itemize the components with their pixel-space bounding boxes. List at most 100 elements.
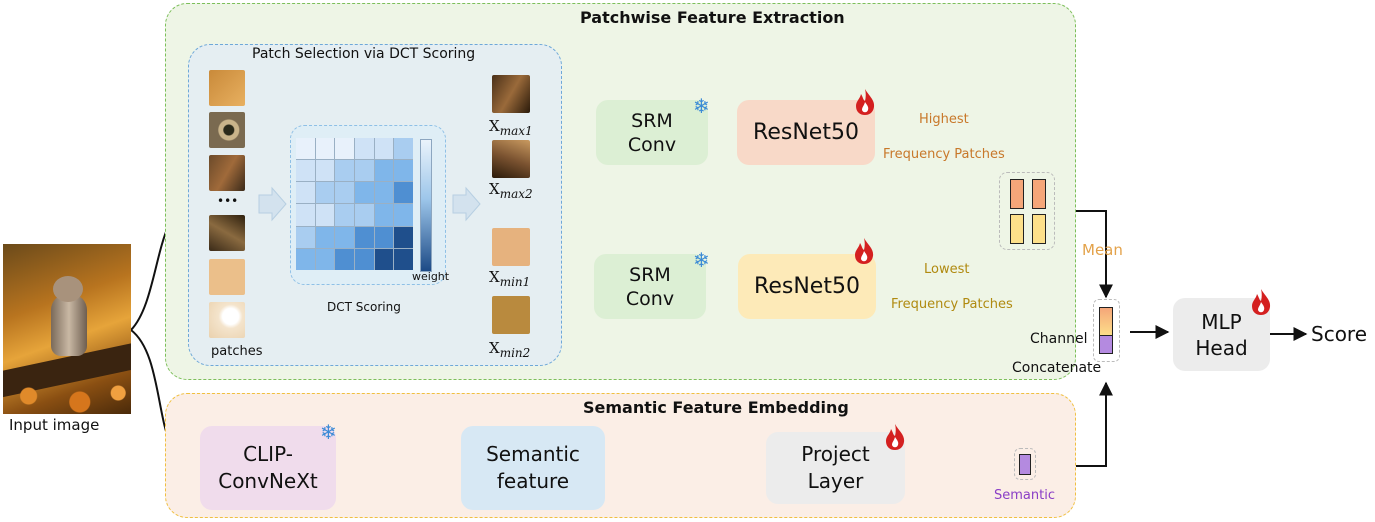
patch-1	[209, 70, 245, 106]
semantic-vector-frame	[1014, 448, 1036, 480]
channel-label: Channel	[1030, 331, 1088, 347]
clip-convnext: CLIP- ConvNeXt	[200, 426, 336, 510]
concatenate-label: Concatenate	[1012, 360, 1102, 376]
patch-selection-title: Patch Selection via DCT Scoring	[252, 46, 476, 62]
patch-min1	[492, 228, 530, 266]
snowflake-icon: ❄	[320, 420, 337, 444]
flame-icon	[886, 424, 905, 450]
dct-cell	[394, 182, 413, 204]
dct-weight-label: weight	[412, 270, 450, 283]
patch-3	[209, 155, 245, 191]
dct-cell	[394, 138, 413, 160]
patch-max1	[492, 75, 530, 113]
resnet50-top: ResNet50	[737, 100, 875, 165]
resnet50-top-label: ResNet50	[753, 120, 859, 145]
semantic-title: Semantic Feature Embedding	[583, 398, 849, 417]
semantic-feature: Semantic feature	[461, 426, 605, 510]
dct-cell	[335, 204, 354, 226]
label-min2-base: X	[489, 339, 500, 357]
patch-min2	[492, 296, 530, 334]
dct-scoring-label: DCT Scoring	[327, 300, 401, 314]
dct-cell	[315, 138, 335, 160]
semantic-label: Semantic	[994, 488, 1055, 503]
feature-bar-orange-2	[1032, 179, 1046, 209]
input-image	[3, 244, 131, 414]
feature-bar-yellow-2	[1032, 214, 1046, 244]
mlp-head: MLP Head	[1173, 298, 1270, 371]
dct-cell	[374, 160, 394, 182]
dct-cell	[394, 226, 413, 248]
hollow-arrow-left	[258, 186, 287, 222]
label-min2-sub: min2	[499, 346, 531, 360]
dct-cell	[335, 138, 354, 160]
patches-label: patches	[211, 344, 263, 359]
dct-cell	[335, 226, 354, 248]
srm-conv-top-line2: Conv	[627, 133, 677, 156]
dct-cell	[315, 226, 335, 248]
srm-conv-top: SRM Conv	[596, 100, 708, 165]
patch-6	[209, 302, 245, 338]
flame-icon	[855, 238, 874, 264]
dct-cell	[315, 182, 335, 204]
patch-max2	[492, 140, 530, 178]
label-min1-sub: min1	[499, 275, 531, 289]
cat-body	[51, 294, 87, 356]
lowest-label: Lowest	[924, 262, 970, 277]
dct-cell	[296, 160, 315, 182]
highest-label: Highest	[919, 112, 969, 127]
concat-bar-orange	[1099, 307, 1113, 337]
label-min1-base: X	[489, 268, 500, 286]
dct-cell	[394, 160, 413, 182]
srm-conv-bottom-line1: SRM	[629, 263, 671, 286]
dct-cell	[354, 160, 374, 182]
clip-convnext-line2: ConvNeXt	[218, 469, 318, 493]
resnet50-bottom: ResNet50	[738, 254, 876, 319]
feature-group-frame	[999, 172, 1055, 250]
resnet50-bottom-label: ResNet50	[754, 274, 860, 299]
srm-conv-bottom-line2: Conv	[625, 287, 675, 310]
dct-cell	[354, 204, 374, 226]
patch-5	[209, 259, 245, 295]
hollow-arrow-right	[452, 186, 481, 222]
label-min1: Xmin1	[489, 268, 530, 289]
dct-cell	[315, 248, 335, 270]
srm-conv-bottom: SRM Conv	[594, 254, 706, 319]
clip-convnext-line1: CLIP-	[243, 442, 293, 466]
cat-head	[53, 276, 83, 302]
dct-cell	[335, 248, 354, 270]
mlp-head-line1: MLP	[1201, 309, 1242, 334]
dct-cell	[354, 138, 374, 160]
patches-ellipsis: •••	[217, 194, 239, 208]
highest-sub-label: Frequency Patches	[883, 147, 1005, 162]
semantic-vector-bar	[1019, 454, 1031, 475]
score-label: Score	[1311, 322, 1368, 346]
lowest-sub-label: Frequency Patches	[891, 297, 1013, 312]
project-layer-line1: Project	[801, 442, 870, 466]
dct-cell	[296, 226, 315, 248]
dct-cell	[296, 204, 315, 226]
dct-cell	[354, 226, 374, 248]
dct-cell	[335, 160, 354, 182]
input-image-label: Input image	[9, 416, 100, 434]
srm-conv-top-line1: SRM	[631, 109, 673, 132]
dct-cell	[296, 138, 315, 160]
label-min2: Xmin2	[489, 339, 530, 360]
snowflake-icon: ❄	[693, 248, 710, 272]
foliage	[3, 384, 131, 414]
label-max2-base: X	[489, 180, 500, 198]
feature-bar-orange-1	[1010, 179, 1024, 209]
dct-cell	[296, 182, 315, 204]
dct-cell	[315, 204, 335, 226]
dct-cell	[354, 248, 374, 270]
semantic-feature-line2: feature	[496, 469, 570, 493]
snowflake-icon: ❄	[693, 94, 710, 118]
mlp-head-line2: Head	[1195, 335, 1248, 360]
dct-cell	[394, 248, 413, 270]
dct-cell	[296, 248, 315, 270]
label-max1: Xmax1	[489, 117, 533, 138]
patch-4	[209, 215, 245, 251]
patch-2	[209, 112, 245, 148]
label-max1-base: X	[489, 117, 500, 135]
label-max1-sub: max1	[499, 124, 533, 138]
